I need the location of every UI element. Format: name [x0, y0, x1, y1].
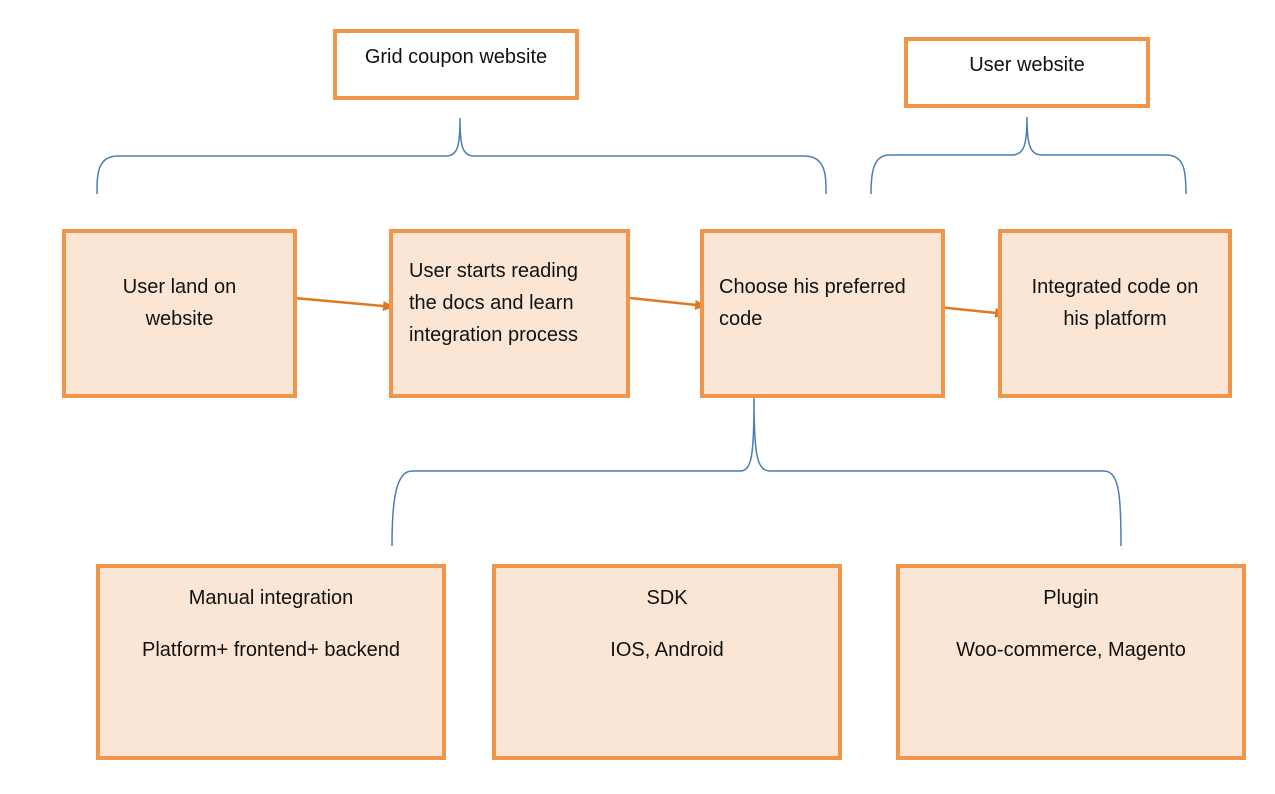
option-plugin: Plugin Woo-commerce, Magento: [896, 564, 1246, 760]
header-user-website: User website: [904, 37, 1150, 108]
arrow-land-to-reading: [282, 295, 395, 311]
brace-code-options: [391, 397, 1122, 547]
step-user-land: User land on website: [62, 229, 297, 398]
option-manual-detail: Platform+ frontend+ backend: [142, 639, 400, 661]
step-start-reading-label: User starts reading the docs and learn i…: [409, 260, 578, 346]
step-integrated-code: Integrated code on his platform: [998, 229, 1232, 398]
option-sdk-title: SDK: [646, 587, 688, 609]
step-start-reading: User starts reading the docs and learn i…: [389, 229, 630, 398]
arrow-choose-to-integrated: [937, 305, 1007, 318]
option-plugin-detail: Woo-commerce, Magento: [956, 639, 1186, 661]
header-grid-coupon-website: Grid coupon website: [333, 29, 579, 100]
step-choose-code-label: Choose his preferred code: [719, 276, 906, 330]
header-grid-coupon-label: Grid coupon website: [364, 46, 548, 68]
step-integrated-code-label: Integrated code on his platform: [1031, 276, 1199, 330]
step-user-land-label: User land on website: [122, 276, 237, 330]
brace-user-website: [870, 116, 1187, 195]
option-plugin-title: Plugin: [1043, 587, 1099, 609]
option-sdk-detail: IOS, Android: [610, 639, 724, 661]
option-manual-title: Manual integration: [188, 587, 354, 609]
arrow-reading-to-choose: [620, 295, 707, 310]
header-user-website-label: User website: [969, 54, 1085, 76]
option-manual-integration: Manual integration Platform+ frontend+ b…: [96, 564, 446, 760]
option-sdk: SDK IOS, Android: [492, 564, 842, 760]
step-choose-code: Choose his preferred code: [700, 229, 945, 398]
brace-grid-coupon: [96, 117, 827, 195]
